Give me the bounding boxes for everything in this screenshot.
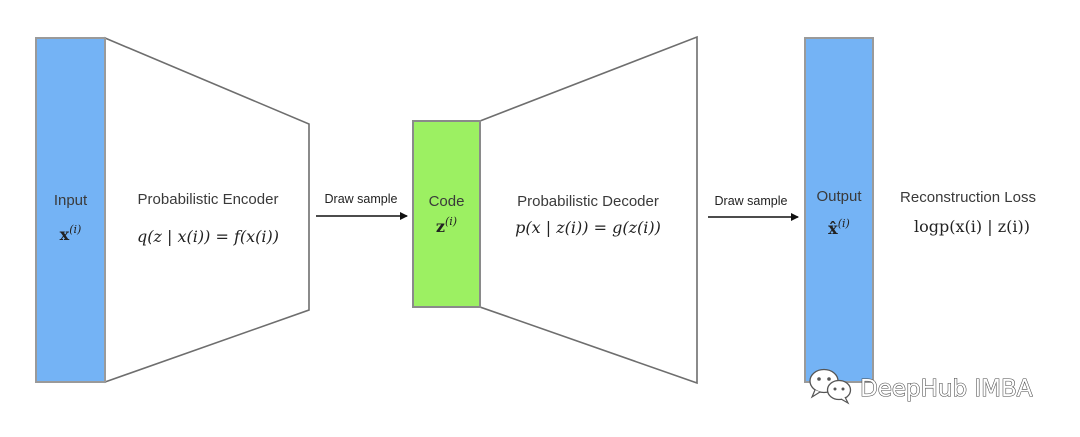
input-label: Input: [54, 192, 88, 209]
draw-sample-label-2: Draw sample: [715, 194, 788, 208]
encoder-formula: q(z | x(i)) = f(x(i)): [137, 227, 279, 246]
wechat-logo-icon: [809, 368, 852, 405]
draw-sample-label-1: Draw sample: [325, 192, 398, 206]
encoder-trapezoid: [104, 36, 310, 384]
decoder-title: Probabilistic Decoder: [517, 193, 659, 210]
decoder-formula: p(x | z(i)) = g(z(i)): [515, 218, 661, 237]
output-label: Output: [816, 188, 862, 205]
loss-title: Reconstruction Loss: [900, 189, 1036, 206]
encoder-title: Probabilistic Encoder: [138, 191, 279, 208]
code-label: Code: [429, 193, 465, 210]
code-box: [412, 120, 481, 308]
output-box: [804, 37, 874, 383]
input-box: [35, 37, 106, 383]
code-symbol: z(i): [436, 215, 457, 236]
loss-formula: logp(x(i) | z(i)): [914, 217, 1030, 236]
output-symbol: x̂(i): [828, 217, 850, 238]
watermark-text: DeepHub IMBA: [860, 376, 1033, 402]
input-symbol: x(i): [60, 223, 82, 244]
decoder-trapezoid: [479, 35, 698, 385]
